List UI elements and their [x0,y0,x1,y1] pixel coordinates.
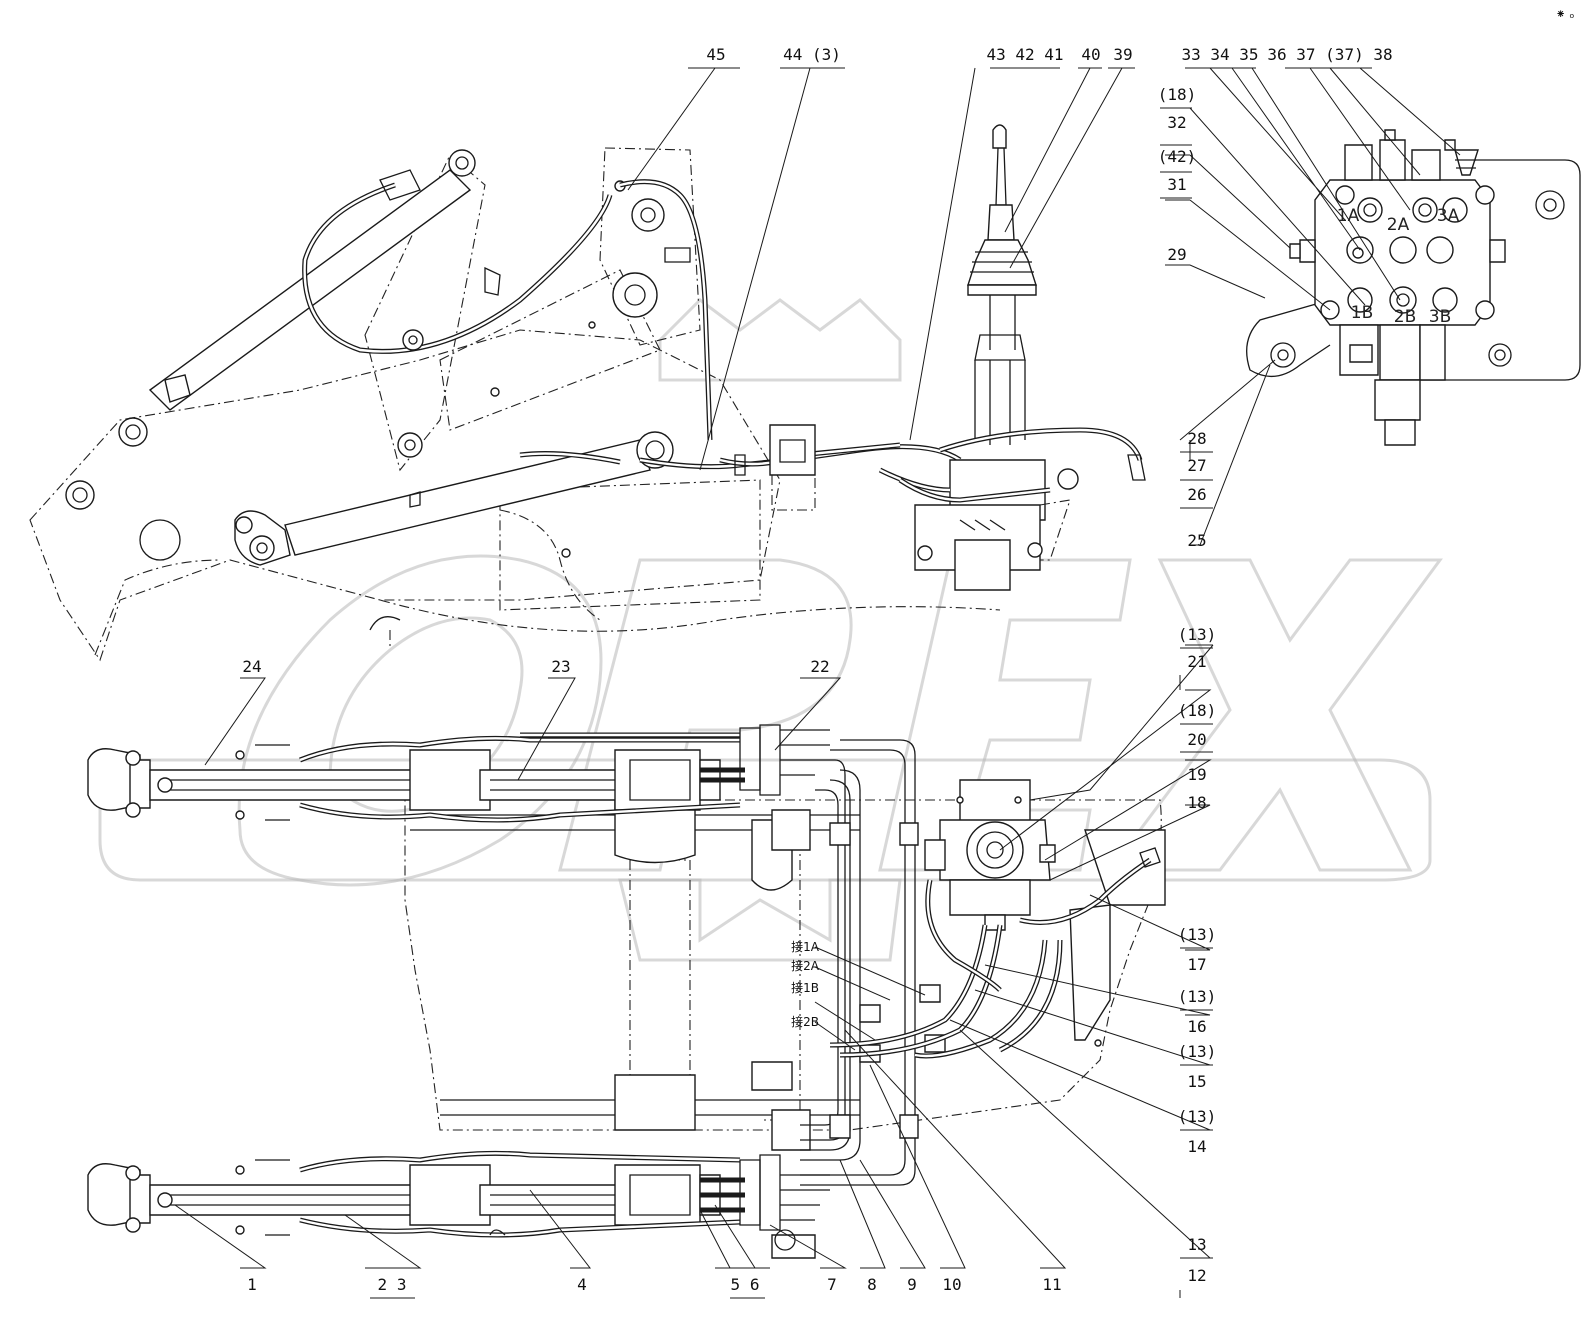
callout-11: 11 [1042,1275,1061,1294]
callout-13: 13 [1187,1235,1206,1254]
callout-16: 16 [1187,1017,1206,1036]
callout-44-3: 44 (3) [783,45,841,64]
callout-25: 25 [1187,531,1206,550]
port-2a-label: 2A [1387,215,1410,235]
port-1a-label: 1A [1337,206,1360,226]
callout-21: 21 [1187,652,1206,671]
callout-33-34-35: 33 34 35 [1181,45,1258,64]
callout-labels: 45 44 (3) 43 42 41 40 39 33 34 35 36 37 … [242,7,1574,1294]
joystick-valve-assembly [878,124,1146,591]
callout-15: 15 [1187,1072,1206,1091]
callout-13-paren-d: (13) [1178,1042,1217,1061]
callout-20: 20 [1187,730,1206,749]
callout-18: 18 [1187,793,1206,812]
port-3b-label: 3B [1429,307,1451,327]
callout-43-42-41: 43 42 41 [986,45,1063,64]
corner-mark: ⁕ ₒ [1556,7,1575,21]
callout-31: 31 [1167,175,1186,194]
loader-boom-assembly [29,147,1001,662]
watermark-graphic [98,298,1443,962]
callout-13-paren-a: (13) [1178,625,1217,644]
joint-1b-label: 接1B [791,980,819,995]
callout-17: 17 [1187,955,1206,974]
joint-2a-label: 接2A [791,958,820,973]
callout-1: 1 [247,1275,257,1294]
callout-32: 32 [1167,113,1186,132]
callout-18-paren-upper: (18) [1158,85,1197,104]
callout-2-3: 2 3 [378,1275,407,1294]
callout-12: 12 [1187,1266,1206,1285]
callout-19: 19 [1187,765,1206,784]
lower-frame-assembly [87,724,1166,1259]
callout-45: 45 [706,45,725,64]
callout-13-paren-c: (13) [1178,987,1217,1006]
callout-14: 14 [1187,1137,1206,1156]
callout-28: 28 [1187,429,1206,448]
callout-4: 4 [577,1275,587,1294]
callout-23: 23 [551,657,570,676]
callout-7: 7 [827,1275,837,1294]
callout-29: 29 [1167,245,1186,264]
callout-27: 27 [1187,456,1206,475]
port-2b-label: 2B [1394,307,1416,327]
callout-36-37-37-38: 36 37 (37) 38 [1267,45,1392,64]
callout-26: 26 [1187,485,1206,504]
callout-13-paren-e: (13) [1178,1107,1217,1126]
callout-22: 22 [810,657,829,676]
callout-40: 40 [1081,45,1100,64]
callout-8: 8 [867,1275,877,1294]
joint-2b-label: 接2B [791,1014,819,1029]
joint-1a-label: 接1A [791,939,820,954]
callout-10: 10 [942,1275,961,1294]
callout-24: 24 [242,657,261,676]
callout-18-paren-lower: (18) [1178,701,1217,720]
port-3a-label: 3A [1437,206,1460,226]
callout-13-paren-b: (13) [1178,925,1217,944]
port-1b-label: 1B [1351,303,1373,323]
callout-39: 39 [1113,45,1132,64]
sectional-valve-detail: 1A 2A 3A 1B 2B 3B [1246,129,1581,446]
callout-9: 9 [907,1275,917,1294]
callout-42-paren: (42) [1158,147,1197,166]
callout-5-6: 5 6 [731,1275,760,1294]
callout-underlines [370,107,1213,1299]
